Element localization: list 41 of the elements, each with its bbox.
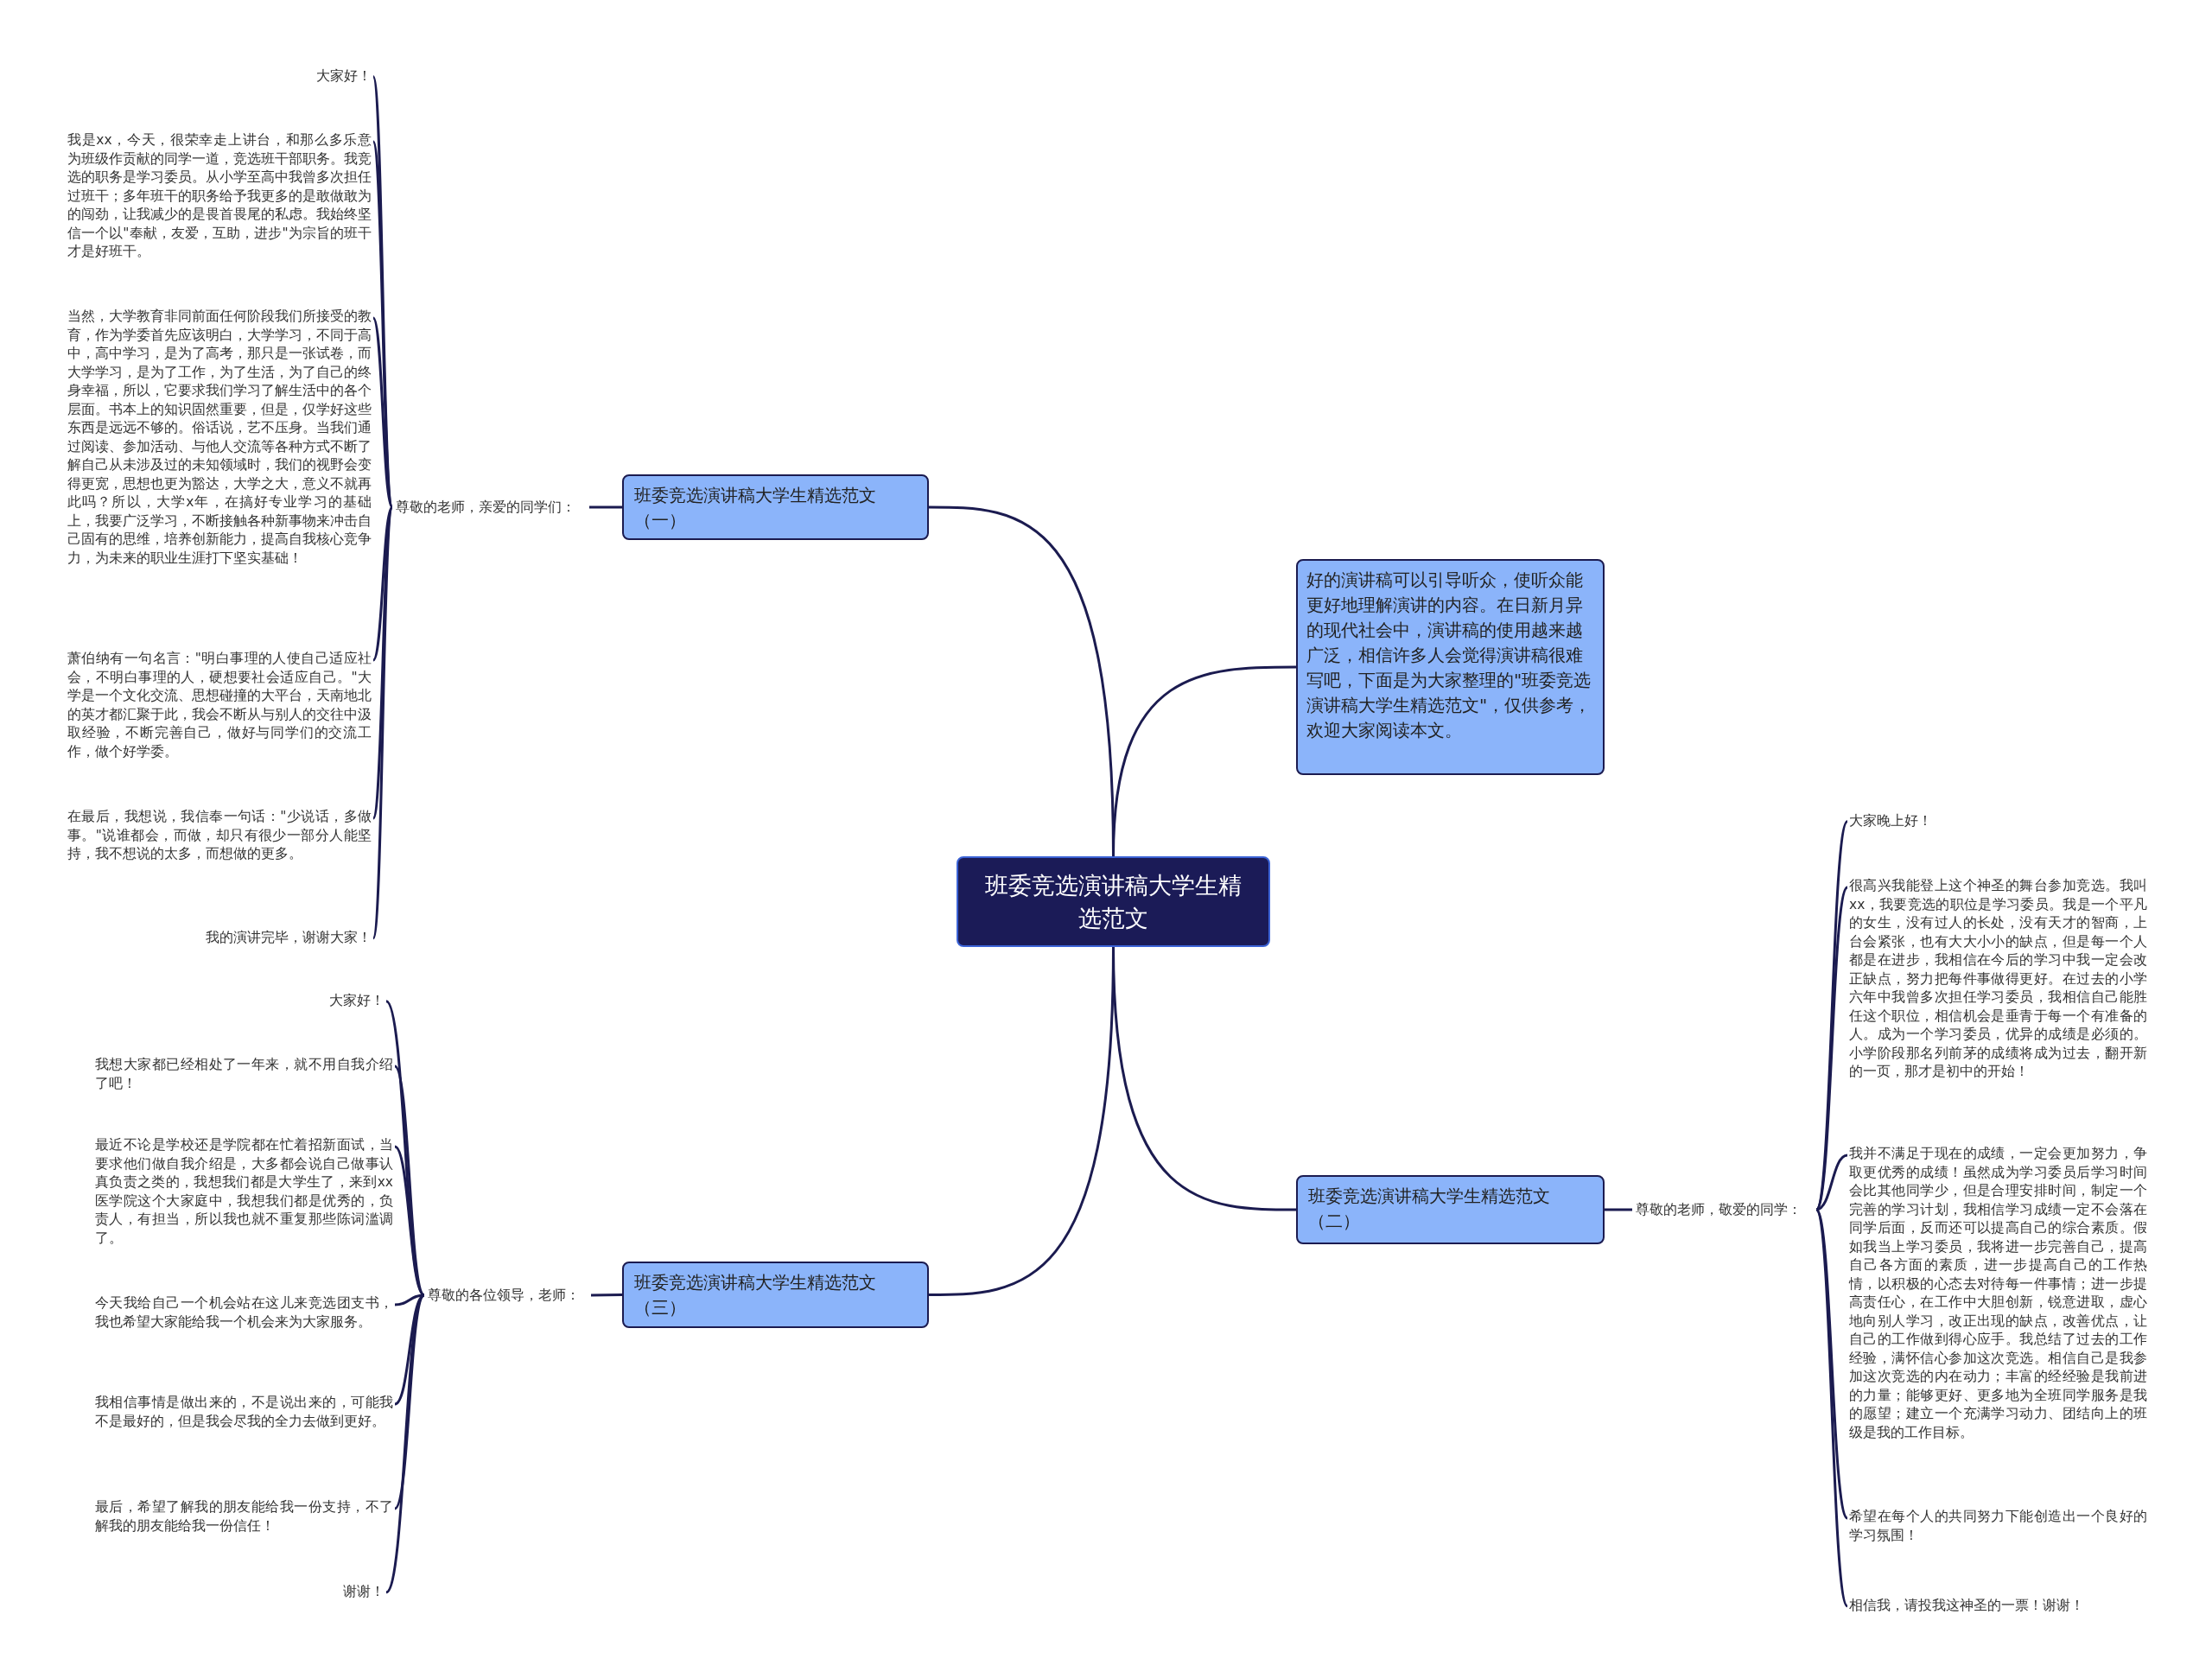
connector-line — [1605, 1208, 1632, 1211]
paragraph-text: 谢谢！ — [259, 1583, 385, 1602]
paragraph-text: 很高兴我能登上这个神圣的舞台参加竞选。我叫xx，我要竞选的职位是学习委员。我是一个平凡的女生，没有过人的长处，没有天才的智商，上台会紧张，也有大大小小的缺点，但是每一个人都是在进步，我相信在今后的学习中我一定会改正缺点，努力把每件事做得更好。在过去的小学六年中我曾多次担任学习委员，我相信自己能胜任这个职位，相信机会是垂青于每一个有准备的人。成为一个学习委员，优异的成绩是必须的。小学阶段那名列前茅的成绩将成为过去，翻开新的一页，那才是初中的开始！ — [1849, 877, 2147, 1082]
connector-line — [372, 506, 394, 819]
paragraph-text: 在最后，我想说，我信奉一句话："少说话，多做事。"说谁都会，而做，却只有很少一部分人能坚持，我不想说的太多，而想做的更多。 — [67, 808, 372, 864]
paragraph-text: 我并不满足于现在的成绩，一定会更加努力，争取更优秀的成绩！虽然成为学习委员后学习时间会比其他同学少，但是合理安排时间，制定一个完善的学习计划，我相信学习成绩一定不会落在同学后面，反而还可以提高自己的综合素质。假如我当上学习委员，我将进一步完善自己，提高自己各方面的素质，进一步提高自己的工作热情，以积极的心态去对待每一件事情；进一步提高责任心，在工作中大胆创新，锐意进取，虚心地向别人学习，改正出现的缺点，改善优点，让自己的工作做到得心应手。我总结了过去的工作经验，满怀信心参加这次竞选。相信自己是我参加这次竞选的内在动力；丰富的经经验是我前进的力量；能够更好、更多地为全班同学服务是我的愿望；建立一个充满学习动力、团结向上的班级是我的工作目标。 — [1849, 1145, 2147, 1442]
connector-line — [385, 1294, 426, 1593]
paragraph-text: 相信我，请投我这神圣的一票！谢谢！ — [1849, 1597, 2147, 1616]
paragraph-text: 我的演讲完毕，谢谢大家！ — [173, 929, 372, 948]
paragraph-text: 萧伯纳有一句名言："明白事理的人使自己适应社会，不明白事理的人，硬想要社会适应自己。"大学是一个文化交流、思想碰撞的大平台，天南地北的英才都汇聚于此，我会不断从与别人的交往中汲取经验，不断完善自己，做好与同学们的交流工作，做个好学委。 — [67, 650, 372, 761]
paragraph-text: 最后，希望了解我的朋友能给我一份支持，不了解我的朋友能给我一份信任！ — [95, 1498, 393, 1535]
connector-line — [589, 505, 622, 509]
paragraph-text: 我想大家都已经相处了一年来，就不用自我介绍了吧！ — [95, 1056, 393, 1093]
connector-line — [372, 506, 394, 939]
connector-line — [1815, 887, 1849, 1211]
summary-box: 好的演讲稿可以引导听众，使听众能更好地理解演讲的内容。在日新月异的现代社会中，演讲稿的使用越来越广泛，相信许多人会觉得演讲稿很难写吧，下面是为大家整理的"班委竞选演讲稿大学生精选范文"，仅供参考，欢迎大家阅读本文。 — [1296, 559, 1605, 775]
topic-box: 班委竞选演讲稿大学生精选范文（一） — [622, 474, 929, 540]
connector-line — [394, 1145, 425, 1297]
topic-box: 班委竞选演讲稿大学生精选范文（三） — [622, 1262, 929, 1328]
subtopic-text: 尊敬的老师，亲爱的同学们： — [396, 498, 586, 517]
connector-line — [394, 1293, 425, 1406]
paragraph-text: 今天我给自己一个机会站在这儿来竞选团支书，我也希望大家能给我一个机会来为大家服务。 — [95, 1294, 393, 1332]
paragraph-text: 当然，大学教育非同前面任何阶段我们所接受的教育，作为学委首先应该明白，大学学习，不同于高中，高中学习，是为了高考，那只是一张试卷，而大学学习，是为了工作，为了生活，为了自己的终身幸福，所以，它要求我们学习了解生活中的各个层面。书本上的知识固然重要，但是，仅学好这些东西是远远不够的。俗话说，艺不压身。当我们通过阅读、参加活动、与他人交流等各种方式不断了解自己从未涉及过的未知领域时，我们的视野会变得更宽，思想也更为豁达，大学之大，意义不就再此吗？所以，大学x年，在搞好专业学习的基础上，我要广泛学习，不断接触各种新事物来冲击自己固有的思维，培养创新能力，提高自我核心竞争力，为未来的职业生涯打下坚实基础！ — [67, 308, 372, 568]
paragraph-text: 希望在每个人的共同努力下能创造出一个良好的学习氛围！ — [1849, 1508, 2147, 1545]
central-topic-box: 班委竞选演讲稿大学生精选范文 — [957, 856, 1270, 947]
connector-line — [1815, 1154, 1848, 1211]
connector-line — [1112, 665, 1296, 857]
connector-line — [372, 317, 394, 508]
connector-line — [590, 1293, 623, 1297]
subtopic-text: 尊敬的老师，敬爱的同学： — [1636, 1200, 1813, 1219]
paragraph-text: 大家好！ — [242, 67, 372, 86]
paragraph-text: 大家晚上好！ — [1849, 812, 2022, 831]
connector-line — [1815, 1209, 1849, 1607]
subtopic-text: 尊敬的各位领导，老师： — [428, 1286, 588, 1305]
paragraph-text: 我是xx，今天，很荣幸走上讲台，和那么多乐意为班级作贡献的同学一道，竞选班干部职务。我竞选的职务是学习委员。从小学至高中我曾多次担任过班干；多年班干的职务给予我更多的是敢做敢为的闯劲，让我减少的是畏首畏尾的私虑。我始终坚信一个以"奉献，友爱，互助，进步"为宗旨的班干才是好班干。 — [67, 131, 372, 262]
paragraph-text: 最近不论是学校还是学院都在忙着招新面试，当要求他们做自我介绍是，大多都会说自己做事认真负责之类的，我想我们都是大学生了，来到xx医学院这个大家庭中，我想我们都是优秀的，负责人，有担当，所以我也就不重复那些陈词滥调了。 — [95, 1136, 393, 1248]
connector-line — [393, 1294, 426, 1510]
connector-line — [393, 1065, 426, 1296]
paragraph-text: 我相信事情是做出来的，不是说出来的，可能我不是最好的，但是我会尽我的全力去做到更好。 — [95, 1394, 393, 1431]
paragraph-text: 大家好！ — [259, 992, 385, 1011]
topic-box: 班委竞选演讲稿大学生精选范文（二） — [1296, 1175, 1605, 1244]
